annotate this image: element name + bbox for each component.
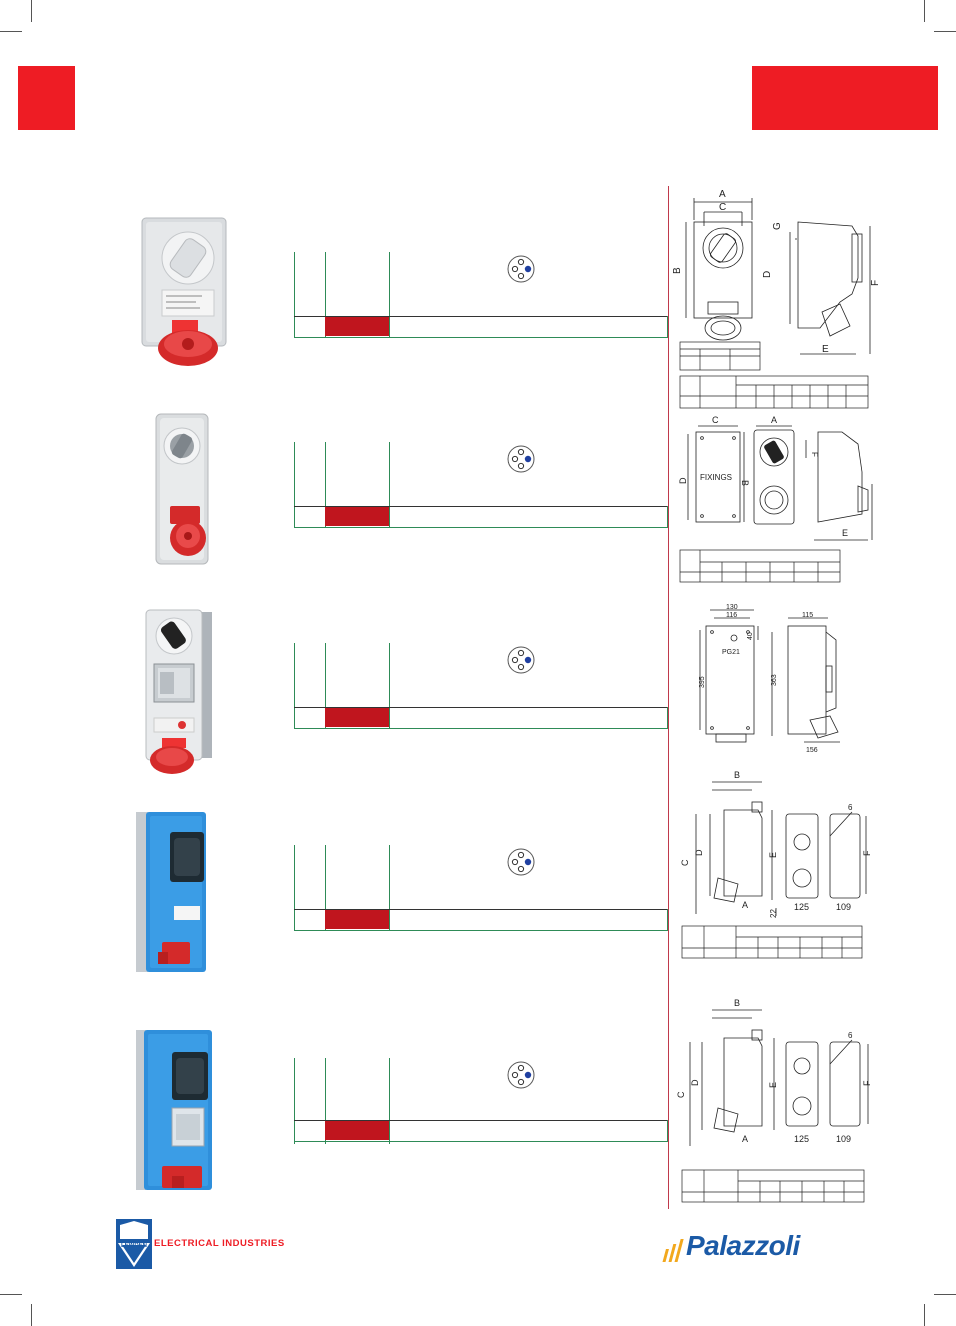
dim-label: 22 — [769, 909, 778, 918]
product-photo-3 — [145, 609, 212, 774]
dim-label: B — [740, 480, 750, 486]
dim-label: PG21 — [722, 649, 740, 656]
dim-label: 6 — [848, 1031, 853, 1040]
voltage-color-cell — [325, 1121, 389, 1140]
palazzoli-logo-bars-icon — [662, 1239, 684, 1262]
dim-label: A — [742, 900, 748, 910]
dim-label: E — [768, 1082, 778, 1088]
header-red-block-left — [18, 66, 75, 130]
voltage-color-cell — [325, 507, 389, 526]
crop-mark — [0, 1294, 22, 1295]
lewden-logo-mark: LEWDEN — [116, 1219, 152, 1269]
dimension-drawing-2: C A D FIXINGS B F E — [678, 415, 873, 583]
dim-label: C — [680, 859, 690, 866]
dim-label: F — [862, 850, 872, 856]
dim-label: C — [676, 1091, 686, 1098]
dimension-drawing-5: B C D E F A 125 109 6 — [676, 998, 872, 1203]
dim-label: 156 — [806, 747, 818, 754]
dimension-drawing-1: A C B D G F E — [672, 189, 881, 409]
pin-configuration-icon — [507, 1061, 535, 1089]
dim-label: B — [734, 770, 740, 780]
crop-mark — [934, 1294, 956, 1295]
dim-label: A — [742, 1134, 748, 1144]
lewden-logo: LEWDEN ELECTRICAL INDUSTRIES — [116, 1219, 316, 1271]
dim-label: 130 — [726, 604, 738, 611]
dim-label: 395 — [699, 676, 706, 688]
pin-configuration-icon — [507, 848, 535, 876]
voltage-color-cell — [325, 317, 389, 336]
spec-table-5 — [294, 1058, 668, 1144]
crop-mark — [31, 1304, 32, 1326]
dimension-drawing-3: 130 116 40 PG21 395 363 115 156 — [699, 604, 840, 754]
dim-label: D — [762, 271, 773, 278]
palazzoli-logo-text: Palazzoli — [686, 1230, 800, 1261]
svg-text:LEWDEN: LEWDEN — [121, 1243, 147, 1249]
crop-mark — [934, 31, 956, 32]
product-photo-2 — [155, 413, 209, 565]
voltage-color-cell — [325, 708, 389, 727]
dim-label: 116 — [726, 612, 737, 619]
dim-label: E — [842, 528, 848, 538]
dim-label: G — [772, 222, 783, 230]
voltage-color-cell — [325, 910, 389, 929]
dim-label: B — [672, 267, 683, 274]
spec-table-2 — [294, 442, 668, 528]
dim-label: F — [810, 452, 819, 457]
dim-label: F — [870, 280, 881, 286]
crop-mark — [924, 1304, 925, 1326]
lewden-logo-text: ELECTRICAL INDUSTRIES — [154, 1238, 285, 1249]
pin-configuration-icon — [507, 445, 535, 473]
dim-label: C — [719, 202, 726, 213]
dim-label: 40 — [747, 632, 754, 640]
dim-label: D — [690, 1079, 700, 1086]
dim-label: F — [862, 1080, 872, 1086]
column-divider — [668, 186, 669, 1209]
dim-label: E — [822, 344, 829, 355]
spec-table-1 — [294, 252, 668, 338]
dimension-drawing-4: B C D E F A 22 125 109 6 — [680, 770, 872, 959]
dim-label: 109 — [836, 1134, 851, 1144]
dim-label: FIXINGS — [700, 473, 732, 482]
pin-configuration-icon — [507, 255, 535, 283]
dim-label: 115 — [802, 612, 813, 619]
spec-table-3 — [294, 643, 668, 729]
dim-label: C — [712, 415, 719, 425]
header-red-block-right — [752, 66, 938, 130]
product-photo-5 — [136, 1030, 212, 1190]
dim-label: 125 — [794, 902, 809, 912]
dim-label: A — [719, 189, 726, 200]
dim-label: A — [771, 415, 777, 425]
pin-configuration-icon — [507, 646, 535, 674]
dim-label: 6 — [848, 803, 853, 812]
spec-table-4 — [294, 845, 668, 931]
crop-mark — [0, 31, 22, 32]
palazzoli-logo: Palazzoli — [662, 1228, 842, 1268]
dim-label: E — [768, 852, 778, 858]
product-photo-1 — [141, 217, 227, 366]
product-photo-4 — [136, 812, 206, 972]
crop-mark — [31, 0, 32, 22]
dim-label: 125 — [794, 1134, 809, 1144]
dim-label: D — [694, 849, 704, 856]
dim-label: 363 — [771, 674, 778, 686]
crop-mark — [924, 0, 925, 22]
dim-label: 109 — [836, 902, 851, 912]
dim-label: D — [678, 477, 688, 484]
dim-label: B — [734, 998, 740, 1008]
